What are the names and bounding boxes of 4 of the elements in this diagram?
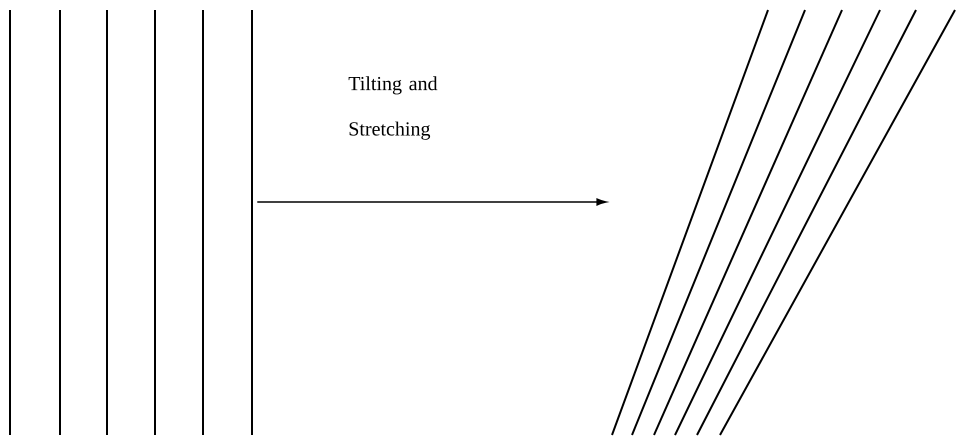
lines-drawing (611, 10, 956, 436)
lines-drawing (9, 10, 253, 435)
arrow (257, 198, 606, 206)
edge-label: Tilting and Stretching (348, 76, 438, 140)
